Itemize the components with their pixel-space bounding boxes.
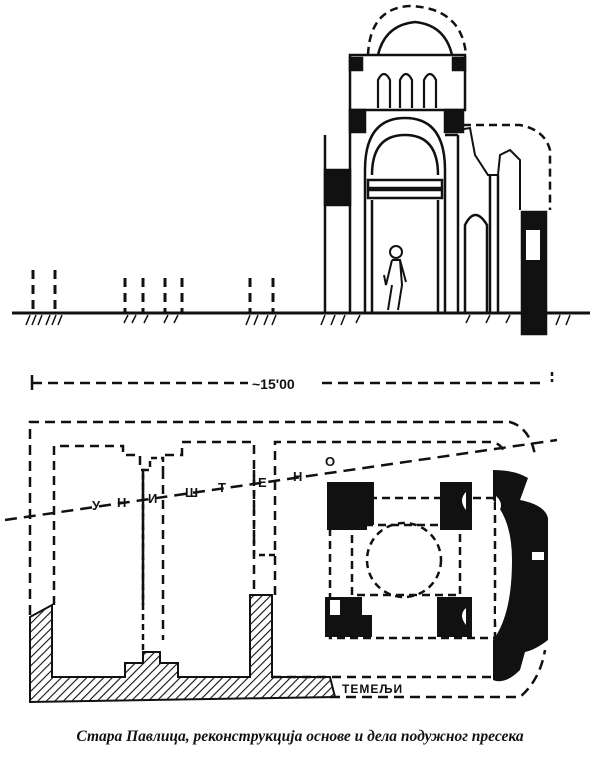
destroyed-wall-lines xyxy=(31,270,275,312)
drum xyxy=(348,53,467,112)
destroyed-boundary-line xyxy=(4,438,558,522)
human-figure-scale xyxy=(383,245,407,311)
destroyed-label-letter: О xyxy=(325,454,335,469)
figure-caption: Стара Павлица, реконструкција основе и д… xyxy=(76,728,524,745)
side-arch xyxy=(463,213,489,313)
pier-niches xyxy=(330,492,544,625)
foundations-label: ТЕМЕЉИ xyxy=(342,682,403,696)
dome-circle-plan xyxy=(365,521,443,599)
destroyed-label: У Н И Ш Т Е Н О xyxy=(92,454,335,513)
scale-bar xyxy=(30,372,554,390)
dome-outline xyxy=(366,4,468,56)
destroyed-label-letter: Т xyxy=(218,480,226,495)
central-arch xyxy=(363,116,447,313)
destroyed-label-letter: Е xyxy=(258,475,267,490)
dome-inner-line xyxy=(376,20,454,56)
destroyed-label-letter: У xyxy=(92,498,101,513)
destroyed-label-letter: Н xyxy=(117,495,126,510)
destroyed-label-letter: Ш xyxy=(185,485,198,500)
room-outline xyxy=(52,444,145,605)
ground-hatches xyxy=(25,314,571,326)
drum-windows xyxy=(376,72,438,108)
longitudinal-section xyxy=(12,4,590,336)
apse xyxy=(493,470,548,682)
naos-outline xyxy=(328,496,497,640)
destroyed-label-letter: И xyxy=(148,491,157,506)
destroyed-label-letter: Н xyxy=(293,469,302,484)
ground-plan xyxy=(4,420,558,704)
scale-label: ~15'00 xyxy=(252,376,295,392)
outer-wall-outline xyxy=(28,420,537,615)
vault-reconstruction xyxy=(457,126,521,210)
preserved-foundations xyxy=(29,594,337,704)
